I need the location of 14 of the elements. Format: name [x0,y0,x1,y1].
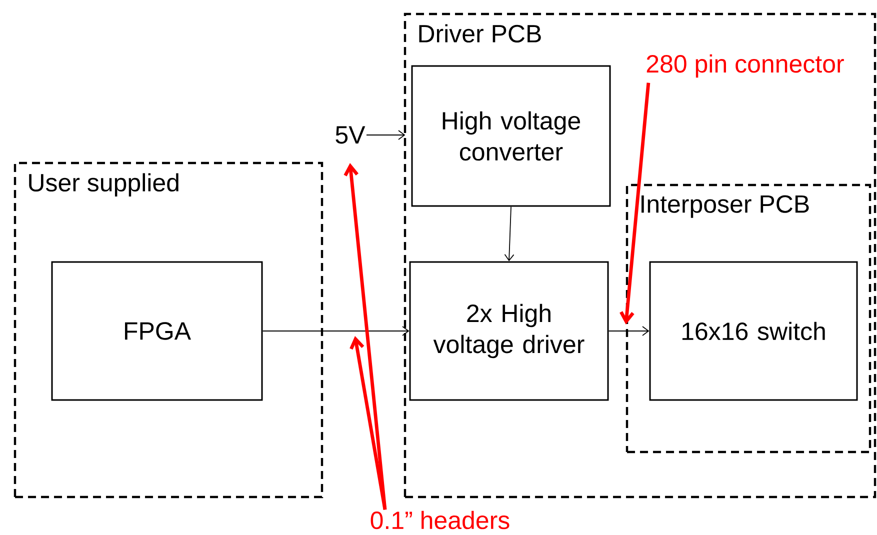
callout-text: 0.1” headers [370,510,510,530]
block-box: High voltage converter [411,65,611,207]
arrow [366,130,406,140]
leader-line [344,163,387,510]
leader-line [350,336,387,510]
arrow [608,326,650,336]
signal-label: 5V [336,126,366,144]
arrow [504,206,514,262]
block-box: FPGA [51,261,263,401]
leader-line [620,82,650,324]
callout-text: 280 pin connector [646,54,844,78]
block-box: 16x16 switch [649,261,858,401]
block-box: 2x High voltage driver [409,261,609,401]
arrow [262,326,410,336]
